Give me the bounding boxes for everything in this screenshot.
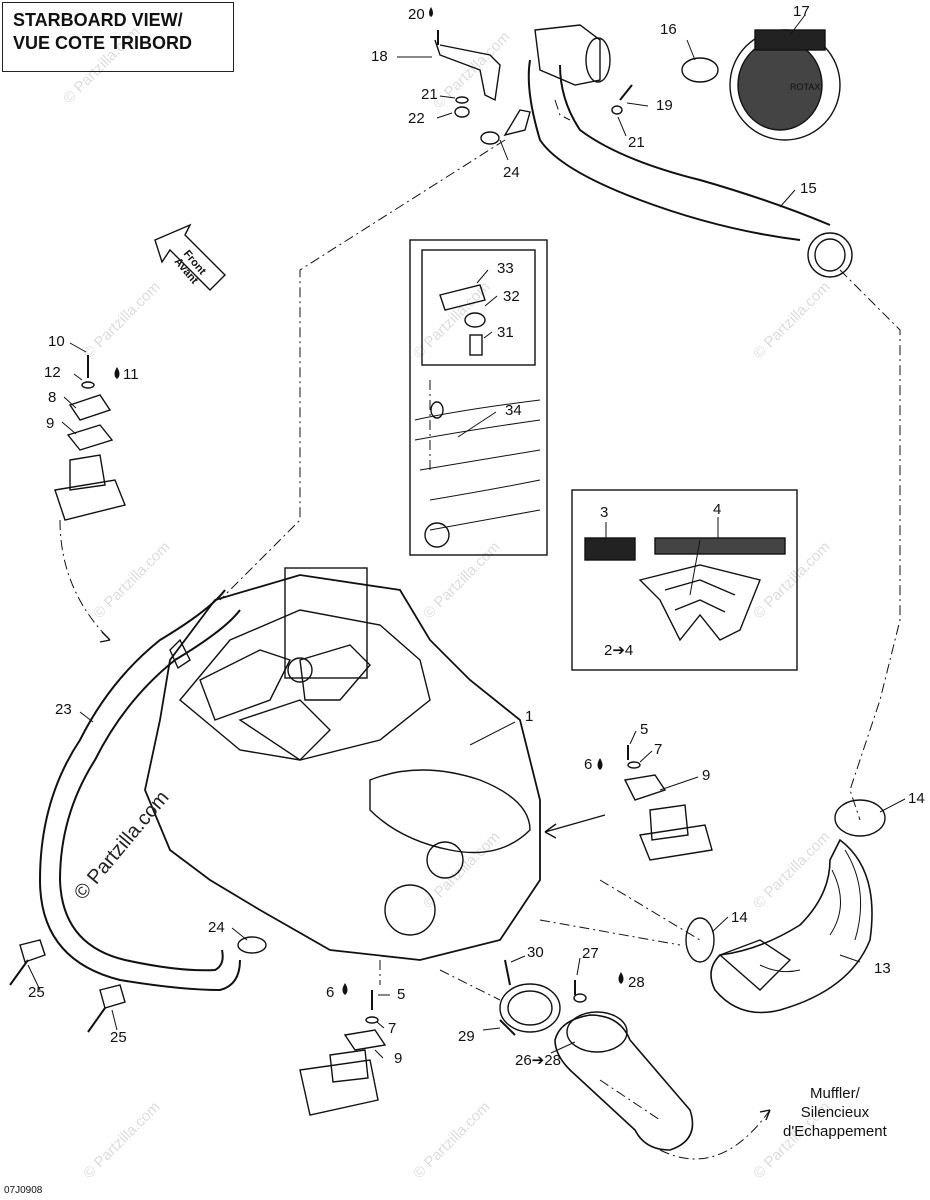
callout-7: 7 — [654, 741, 663, 758]
filter-brand-label: ROTAX — [790, 82, 821, 92]
callout-25-b: 25 — [110, 1029, 127, 1046]
callout-22: 22 — [408, 110, 425, 127]
callout-28: 28 — [628, 974, 645, 991]
drawing-code: 07J0908 — [4, 1185, 43, 1196]
callout-15: 15 — [800, 180, 817, 197]
callout-7-b: 7 — [388, 1020, 397, 1037]
callout-6: 6 — [584, 756, 593, 773]
callout-23: 23 — [55, 701, 72, 718]
callout-11: 11 — [123, 366, 139, 383]
callout-33: 33 — [497, 260, 514, 277]
view-title-line2: VUE COTE TRIBORD — [13, 33, 193, 53]
callout-18: 18 — [371, 48, 388, 65]
callout-26-to-28: 26➔28 — [515, 1052, 561, 1069]
callout-21-b: 21 — [628, 134, 645, 151]
callout-8: 8 — [48, 389, 57, 406]
callout-32: 32 — [503, 288, 520, 305]
muffler-line3: d'Echappement — [783, 1123, 887, 1140]
drop-icons — [114, 7, 624, 995]
callout-21: 21 — [421, 86, 438, 103]
callout-9-b: 9 — [702, 767, 711, 784]
callout-3: 3 — [600, 504, 609, 521]
callout-5: 5 — [640, 721, 649, 738]
callout-6-b: 6 — [326, 984, 335, 1001]
callout-2-to-4: 2➔4 — [604, 642, 634, 659]
callout-1: 1 — [525, 708, 534, 725]
callout-34: 34 — [505, 402, 522, 419]
muffler-line2: Silencieux — [800, 1104, 870, 1121]
callout-10: 10 — [48, 333, 65, 350]
callout-27: 27 — [582, 945, 599, 962]
callout-16: 16 — [660, 21, 677, 38]
callout-9: 9 — [46, 415, 55, 432]
callout-17: 17 — [793, 3, 810, 20]
callout-14-b: 14 — [731, 909, 748, 926]
callout-19: 19 — [656, 97, 673, 114]
callout-29: 29 — [458, 1028, 475, 1045]
callout-25: 25 — [28, 984, 45, 1001]
callout-4: 4 — [713, 501, 722, 518]
view-title-line1: STARBOARD VIEW/ — [13, 10, 183, 30]
callout-9-c: 9 — [394, 1050, 403, 1067]
muffler-note: Muffler/ Silencieux d'Echappement — [783, 1084, 887, 1141]
callout-30: 30 — [527, 944, 544, 961]
callout-13: 13 — [874, 960, 891, 977]
callout-24-b: 24 — [208, 919, 225, 936]
view-title-box: STARBOARD VIEW/ VUE COTE TRIBORD — [2, 2, 234, 72]
callout-12: 12 — [44, 364, 61, 381]
muffler-line1: Muffler/ — [810, 1085, 860, 1102]
callout-24: 24 — [503, 164, 520, 181]
callout-20: 20 — [408, 6, 425, 23]
callout-5-b: 5 — [397, 986, 406, 1003]
callout-14: 14 — [908, 790, 925, 807]
callout-31: 31 — [497, 324, 514, 341]
